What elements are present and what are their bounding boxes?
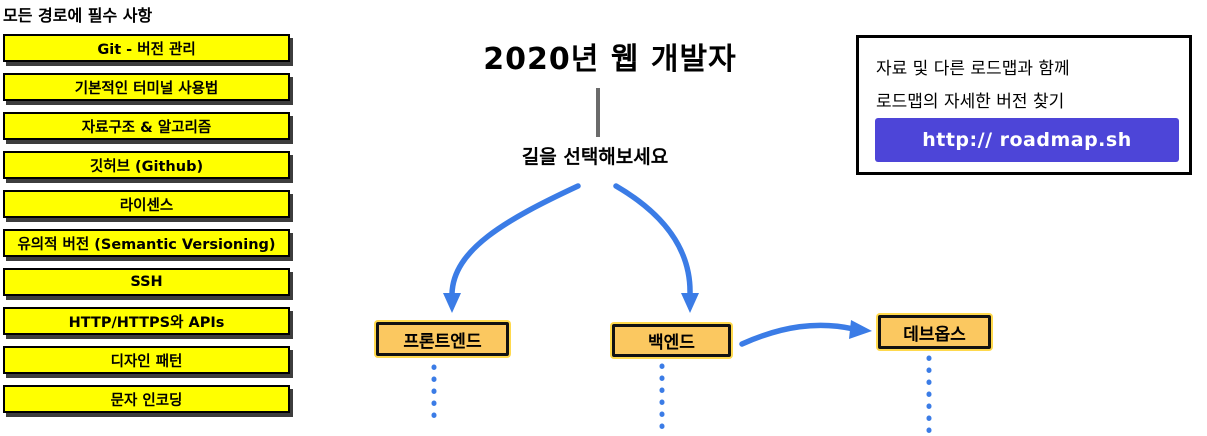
info-box: 자료 및 다른 로드맵과 함께 로드맵의 자세한 버전 찾기 http:// r… bbox=[856, 35, 1192, 175]
arrow-to-backend bbox=[613, 183, 693, 297]
topic-box-ssh[interactable]: SSH bbox=[3, 268, 290, 296]
topic-box-char-encoding[interactable]: 문자 인코딩 bbox=[3, 385, 290, 413]
node-frontend[interactable]: 프론트엔드 bbox=[376, 322, 509, 356]
page-title: 2020년 웹 개발자 bbox=[483, 42, 737, 77]
arrowhead-backend bbox=[681, 293, 699, 313]
roadmap-link-button[interactable]: http:// roadmap.sh bbox=[875, 118, 1179, 162]
topic-box-semver[interactable]: 유의적 버전 (Semantic Versioning) bbox=[3, 229, 290, 257]
info-box-text-line1: 자료 및 다른 로드맵과 함께 bbox=[876, 59, 1070, 79]
node-backend[interactable]: 백엔드 bbox=[612, 324, 731, 357]
arrow-to-frontend bbox=[449, 183, 581, 297]
topic-box-license[interactable]: 라이센스 bbox=[3, 190, 290, 218]
arrowhead-devops bbox=[849, 320, 872, 339]
topic-box-design-patterns[interactable]: 디자인 패턴 bbox=[3, 346, 290, 374]
topic-box-git[interactable]: Git - 버전 관리 bbox=[3, 34, 290, 62]
node-devops[interactable]: 데브옵스 bbox=[878, 315, 991, 349]
arrow-backend-to-devops bbox=[739, 322, 857, 347]
left-panel-title: 모든 경로에 필수 사항 bbox=[3, 6, 153, 25]
topic-box-github[interactable]: 깃허브 (Github) bbox=[3, 151, 290, 179]
title-connector-line bbox=[596, 88, 600, 137]
topic-box-http[interactable]: HTTP/HTTPS와 APIs bbox=[3, 307, 290, 335]
topic-box-data-structures[interactable]: 자료구조 & 알고리즘 bbox=[3, 112, 290, 140]
required-topics-list: Git - 버전 관리 기본적인 터미널 사용법 자료구조 & 알고리즘 깃허브… bbox=[3, 34, 290, 413]
info-box-text-line2: 로드맵의 자세한 버전 찾기 bbox=[876, 92, 1065, 112]
arrowhead-frontend bbox=[443, 293, 461, 313]
topic-box-terminal[interactable]: 기본적인 터미널 사용법 bbox=[3, 73, 290, 101]
choose-path-label: 길을 선택해보세요 bbox=[521, 146, 669, 168]
